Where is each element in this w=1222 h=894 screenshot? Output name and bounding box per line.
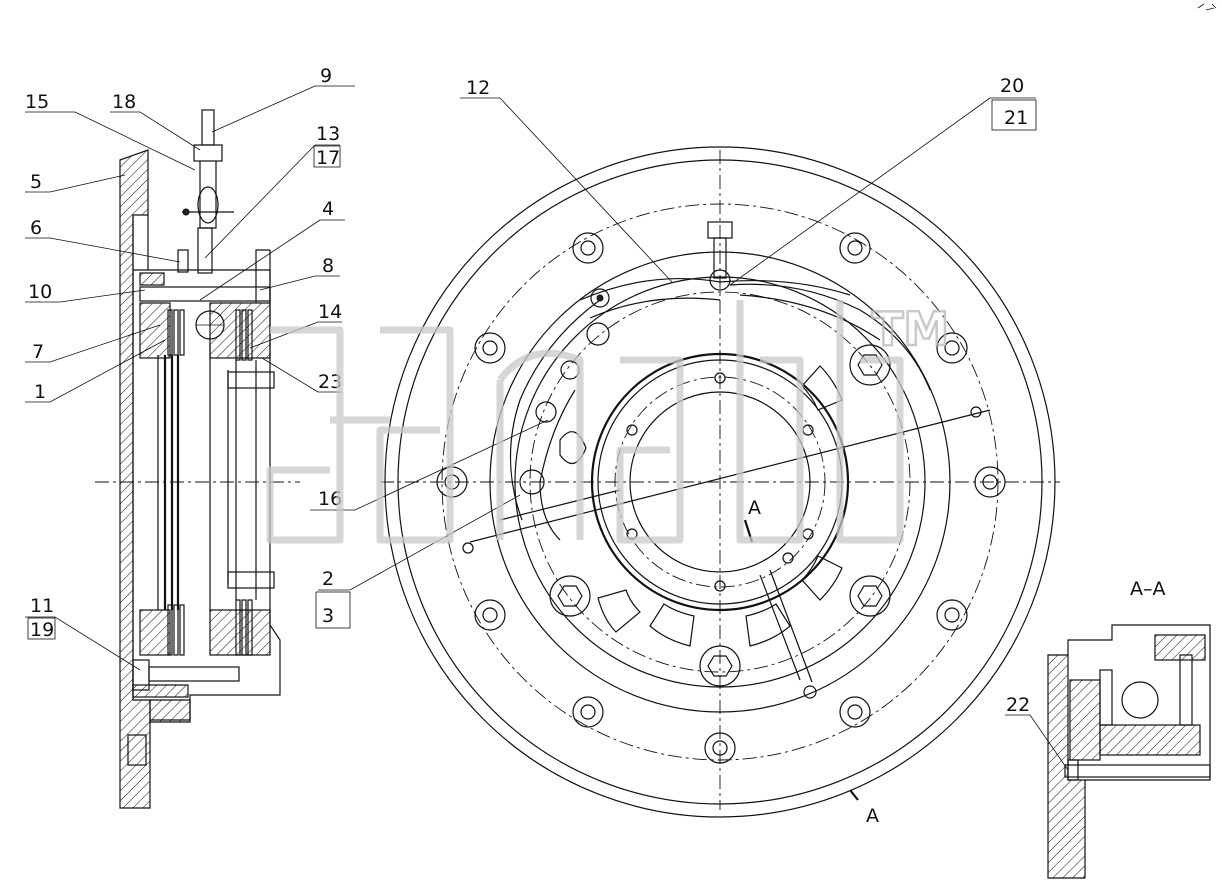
corner-mark-icon <box>1197 3 1217 11</box>
callout-4: 4 <box>322 198 334 220</box>
watermark-logo: TM <box>266 300 950 544</box>
hex-bolts <box>549 344 891 687</box>
callout-12: 12 <box>466 77 490 99</box>
callout-1: 1 <box>34 381 46 403</box>
callout-14: 14 <box>318 301 342 323</box>
callout-16: 16 <box>318 488 342 510</box>
watermark-trademark: TM <box>872 302 949 356</box>
callout-21: 21 <box>1004 107 1028 129</box>
callout-18: 18 <box>112 91 136 113</box>
callout-3: 3 <box>322 605 334 627</box>
side-section-view <box>95 109 300 809</box>
callout-labels: 9 18 15 13 17 5 4 6 8 10 14 7 23 1 11 19… <box>25 65 1037 716</box>
section-title: A–A <box>1130 578 1166 600</box>
callout-22: 22 <box>1006 694 1030 716</box>
callout-17: 17 <box>316 147 340 169</box>
callout-9: 9 <box>320 65 332 87</box>
friction-discs <box>167 309 253 361</box>
callout-13: 13 <box>316 123 340 145</box>
front-view <box>380 146 1060 818</box>
callout-2: 2 <box>322 568 334 590</box>
section-a-a <box>1047 624 1211 879</box>
outer-bolt-holes <box>436 232 1006 764</box>
leader-lines <box>25 85 1069 771</box>
callout-10: 10 <box>28 281 52 303</box>
callout-11: 11 <box>30 595 54 617</box>
callout-19: 19 <box>30 619 54 641</box>
callout-23: 23 <box>318 371 342 393</box>
callout-6: 6 <box>30 217 42 239</box>
section-mark-top: A <box>748 497 761 519</box>
callout-7: 7 <box>32 341 44 363</box>
callout-15: 15 <box>25 91 49 113</box>
callout-20: 20 <box>1000 75 1024 97</box>
callout-8: 8 <box>322 255 334 277</box>
callout-5: 5 <box>30 171 42 193</box>
section-mark-bottom: A <box>866 805 879 827</box>
